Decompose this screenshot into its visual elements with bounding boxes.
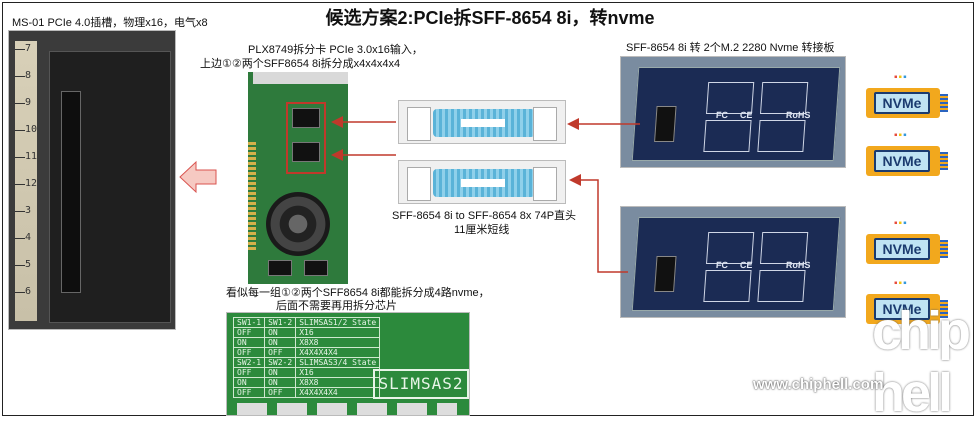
nvme-icon: ▪▪▪ NVMe <box>866 278 952 328</box>
ms01-photo: 7 8 9 10 11 12 3 4 5 6 <box>8 30 176 330</box>
table-cell: X8X8 <box>295 337 381 348</box>
ruler-number: 9 <box>25 97 32 108</box>
table-cell: X16 <box>295 327 381 338</box>
ruler-number: 8 <box>25 70 32 81</box>
table-cell: SW2-1 <box>232 357 266 368</box>
ruler-tick <box>15 76 25 77</box>
ruler-tick <box>15 211 25 212</box>
ruler-tick <box>15 238 25 239</box>
table-cell: ON <box>264 337 297 348</box>
ruler-number: 11 <box>25 151 38 162</box>
adapter-label: SFF-8654 8i 转 2个M.2 2280 Nvme 转接板 <box>626 42 835 54</box>
table-cell: ON <box>264 377 297 388</box>
adapter-board-photo-1: FC CE RoHS <box>620 56 846 168</box>
table-cell: X4X4X4X4 <box>295 347 381 358</box>
table-cell: X16 <box>295 367 381 378</box>
slimsas2-badge: SLIMSAS2 <box>373 369 469 399</box>
sff-connector-2 <box>292 142 320 162</box>
nvme-icon: ▪▪▪ NVMe <box>866 72 952 122</box>
watermark: www.chiphell.com <box>753 376 884 393</box>
ruler-tick <box>15 265 25 266</box>
diagram-frame <box>2 2 974 416</box>
table-cell: SLIMSAS3/4 State <box>295 357 381 368</box>
nvme-icon: ▪▪▪ NVMe <box>866 130 952 180</box>
table-cell: SW1-1 <box>232 317 266 328</box>
ruler-number: 7 <box>25 43 32 54</box>
ruler-tick <box>15 103 25 104</box>
note-line2: 后面不需要再用拆分芯片 <box>276 300 397 312</box>
table-cell: ON <box>264 367 297 378</box>
ruler-number: 12 <box>25 178 38 189</box>
table-cell: OFF <box>264 387 297 398</box>
pcie-gold-fingers <box>248 142 256 252</box>
table-cell: ON <box>232 337 266 348</box>
sff-connector-3 <box>268 260 292 276</box>
table-cell: SW1-2 <box>264 317 297 328</box>
note-line1: 看似每一组①②两个SFF8654 8i都能拆分成4路nvme， <box>226 287 490 299</box>
ruler: 7 8 9 10 11 12 3 4 5 6 <box>15 41 37 321</box>
ms01-label: MS-01 PCIe 4.0插槽，物理x16，电气x8 <box>12 17 208 29</box>
ruler-number: 6 <box>25 286 32 297</box>
cable-label-line1: SFF-8654 8i to SFF-8654 8x 74P直头 <box>392 210 577 222</box>
page-title: 候选方案2:PCIe拆SFF-8654 8i，转nvme <box>325 8 655 28</box>
adapter-board-photo-2: FC CE RoHS <box>620 206 846 318</box>
table-cell: OFF <box>232 347 266 358</box>
sff-connector-1 <box>292 108 320 128</box>
ruler-tick <box>15 292 25 293</box>
plx-label-line1: PLX8749拆分卡 PCIe 3.0x16输入， <box>248 44 423 56</box>
table-cell: OFF <box>232 367 266 378</box>
ruler-number: 10 <box>25 124 38 135</box>
ruler-number: 5 <box>25 259 32 270</box>
sff-connector-4 <box>304 260 328 276</box>
table-cell: X4X4X4X4 <box>295 387 381 398</box>
plx-card-photo <box>248 72 348 284</box>
plx-label-line2: 上边①②两个SFF8654 8i拆分成x4x4x4x4 <box>200 58 401 70</box>
ruler-number: 3 <box>25 205 32 216</box>
highlight-box <box>286 102 326 174</box>
table-cell: ON <box>264 327 297 338</box>
fan <box>266 192 330 256</box>
arrow-adapter2-to-cable <box>569 174 628 273</box>
table-cell: ON <box>232 377 266 388</box>
table-cell: OFF <box>232 387 266 398</box>
sff-cable-photo-2 <box>398 160 566 204</box>
table-cell: OFF <box>232 327 266 338</box>
ruler-tick <box>15 157 25 158</box>
ruler-tick <box>15 49 25 50</box>
ruler-tick <box>15 184 25 185</box>
sff-cable-photo-1 <box>398 100 566 144</box>
ruler-number: 4 <box>25 232 32 243</box>
table-cell: SLIMSAS1/2 State <box>295 317 381 328</box>
ruler-tick <box>15 130 25 131</box>
nvme-icon: ▪▪▪ NVMe <box>866 218 952 268</box>
table-cell: OFF <box>264 347 297 358</box>
big-left-arrow-icon <box>179 160 217 194</box>
slimsas-slots <box>237 403 457 415</box>
card-bracket <box>253 72 348 84</box>
cable-label-line2: 11厘米短线 <box>454 224 510 236</box>
table-cell: SW2-2 <box>264 357 297 368</box>
pcie-slot <box>61 91 81 293</box>
table-cell: X8X8 <box>295 377 381 388</box>
